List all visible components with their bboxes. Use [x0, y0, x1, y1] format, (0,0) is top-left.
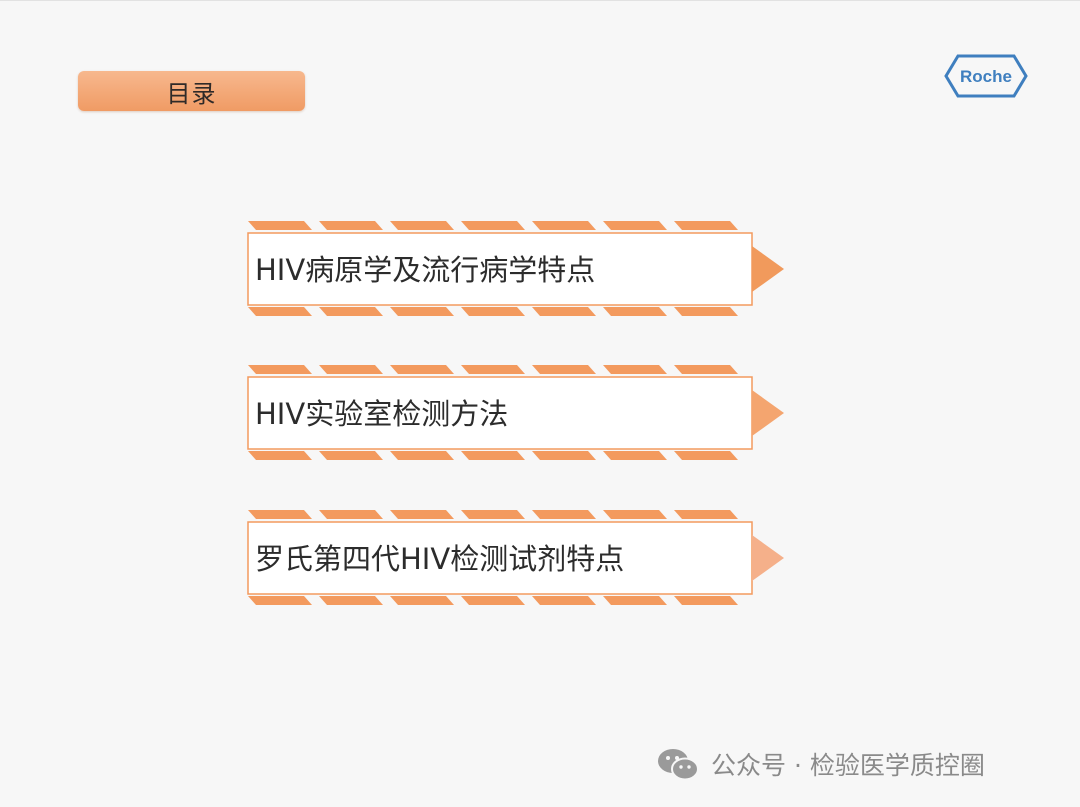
stripe-decoration: [461, 451, 525, 460]
stripe-decoration: [248, 307, 312, 316]
toc-item-2[interactable]: HIV实验室检测方法: [246, 365, 786, 461]
toc-item-1-frame: [247, 221, 784, 316]
stripe-decoration: [603, 307, 667, 316]
stripe-decoration: [603, 365, 667, 374]
stripe-decoration: [461, 307, 525, 316]
label-box: [247, 521, 753, 595]
label-box: [247, 376, 753, 450]
watermark: 公众号 · 检验医学质控圈: [655, 741, 1055, 787]
arrow-head-icon: [752, 246, 784, 292]
stripe-decoration: [248, 596, 312, 605]
stripe-decoration: [319, 221, 383, 230]
arrow-head-icon: [752, 535, 784, 581]
roche-logo: Roche: [944, 53, 1028, 99]
toc-item-3-frame: [247, 510, 784, 605]
stripe-decoration: [248, 451, 312, 460]
stripe-decoration: [390, 510, 454, 519]
stripe-decoration: [461, 596, 525, 605]
toc-item-3[interactable]: 罗氏第四代HIV检测试剂特点: [246, 510, 786, 606]
toc-item-1-label: HIV病原学及流行病学特点: [255, 253, 596, 287]
label-box: [247, 232, 753, 306]
stripe-decoration: [461, 510, 525, 519]
stripe-decoration: [248, 510, 312, 519]
toc-item-3-label: 罗氏第四代HIV检测试剂特点: [255, 542, 625, 576]
stripe-decoration: [532, 307, 596, 316]
stripe-decoration: [319, 596, 383, 605]
stripe-decoration: [674, 365, 738, 374]
stripe-decoration: [390, 365, 454, 374]
stripe-decoration: [319, 451, 383, 460]
stripe-decoration: [532, 510, 596, 519]
roche-logo-icon: Roche: [944, 54, 1028, 98]
stripe-decoration: [390, 221, 454, 230]
stripe-decoration: [248, 365, 312, 374]
stripe-decoration: [674, 221, 738, 230]
stripe-decoration: [674, 451, 738, 460]
stripe-decoration: [532, 596, 596, 605]
toc-title: 目录: [166, 79, 217, 108]
wechat-icon: [658, 749, 699, 781]
stripe-decoration: [674, 596, 738, 605]
stripe-decoration: [674, 510, 738, 519]
stripe-decoration: [461, 365, 525, 374]
stripe-decoration: [603, 451, 667, 460]
stripe-decoration: [248, 221, 312, 230]
watermark-text: 公众号 · 检验医学质控圈: [711, 751, 985, 780]
stripe-decoration: [461, 221, 525, 230]
stripe-decoration: [319, 307, 383, 316]
stripe-decoration: [390, 307, 454, 316]
stripe-decoration: [532, 221, 596, 230]
toc-item-2-label: HIV实验室检测方法: [255, 397, 509, 431]
toc-title-badge: 目录: [78, 71, 305, 111]
stripe-decoration: [390, 451, 454, 460]
stripe-decoration: [603, 221, 667, 230]
stripe-decoration: [674, 307, 738, 316]
stripe-decoration: [532, 451, 596, 460]
stripe-decoration: [532, 365, 596, 374]
stripe-decoration: [319, 510, 383, 519]
arrow-head-icon: [752, 390, 784, 436]
toc-item-1[interactable]: HIV病原学及流行病学特点: [246, 221, 786, 317]
stripe-decoration: [603, 596, 667, 605]
stripe-decoration: [319, 365, 383, 374]
stripe-decoration: [603, 510, 667, 519]
logo-text: Roche: [960, 67, 1012, 86]
stripe-decoration: [390, 596, 454, 605]
toc-item-2-frame: [247, 365, 784, 460]
